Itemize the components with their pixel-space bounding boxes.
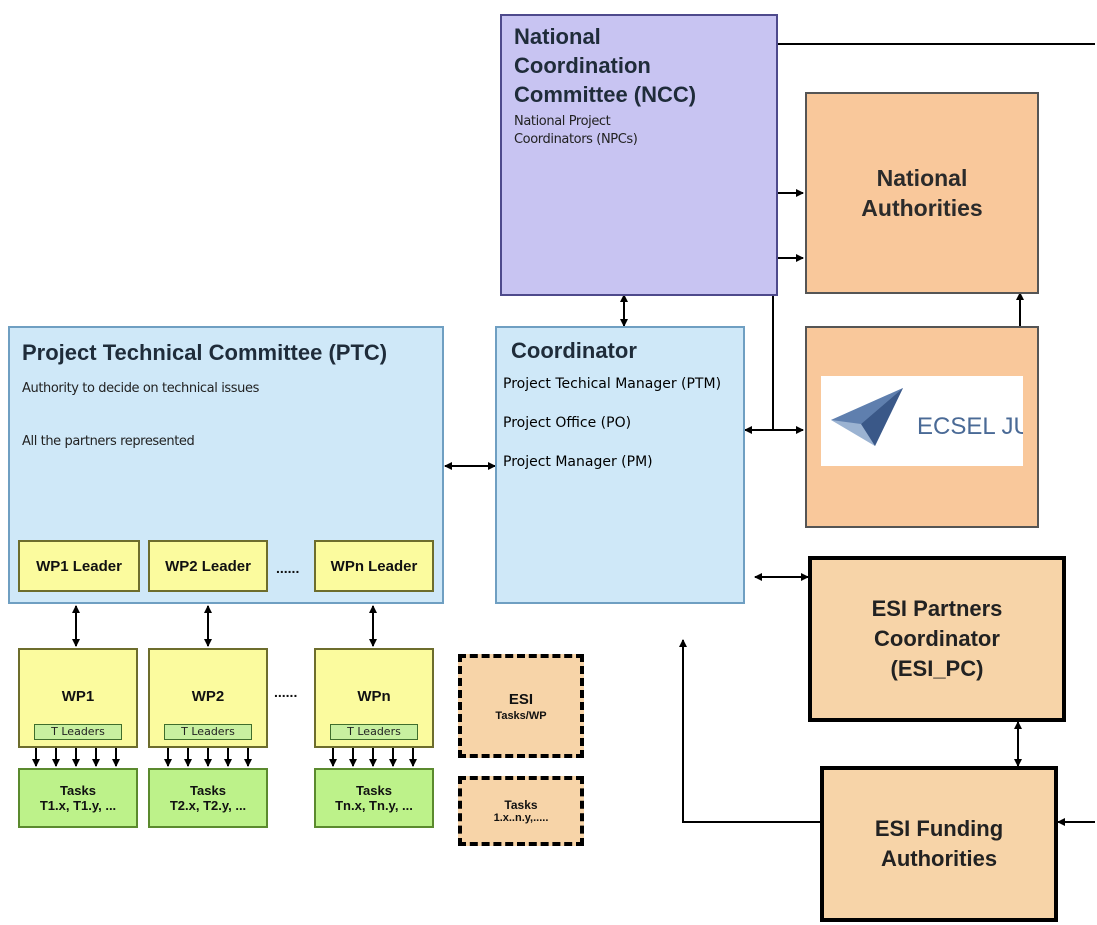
coordinator-role-po: Project Office (PO) <box>503 415 632 431</box>
wp2-t-leaders: T Leaders <box>164 724 252 740</box>
leader-ellipsis: ...... <box>276 560 300 576</box>
wp2-leader-label: WP2 Leader <box>165 557 251 575</box>
wp2-title: WP2 <box>191 688 225 705</box>
wp1-tasks-list: T1.x, T1.y, ... <box>39 798 117 813</box>
coordinator-role-pm: Project Manager (PM) <box>503 454 653 470</box>
esi-tasks-title: Tasks <box>504 798 538 812</box>
esi-funding-box: ESI Funding Authorities <box>820 766 1058 922</box>
esi-tasks-list: 1.x..n.y,..... <box>493 812 549 824</box>
wp1-tasks-box: Tasks T1.x, T1.y, ... <box>18 768 138 828</box>
wpn-tasks-list: Tn.x, Tn.y, ... <box>335 798 413 813</box>
national-authorities-title: National Authorities <box>861 165 983 221</box>
wpn-title: WPn <box>357 688 391 705</box>
ncc-box: National Coordination Committee (NCC) Na… <box>500 14 778 296</box>
wp-ellipsis: ...... <box>274 684 298 700</box>
esi-pc-title: ESI Partners Coordinator (ESI_PC) <box>871 596 1003 681</box>
ncc-subtitle: National Project Coordinators (NPCs) <box>514 114 638 147</box>
wpn-tasks-title: Tasks <box>356 783 392 798</box>
esi-pc-box: ESI Partners Coordinator (ESI_PC) <box>808 556 1066 722</box>
wp2-tasks-title: Tasks <box>190 783 226 798</box>
ptc-title: Project Technical Committee (PTC) <box>22 340 388 365</box>
esi-title: ESI <box>508 690 534 708</box>
wpn-tasks-box: Tasks Tn.x, Tn.y, ... <box>314 768 434 828</box>
esi-funding-title: ESI Funding Authorities <box>874 816 1004 871</box>
ptc-line1: Authority to decide on technical issues <box>22 381 259 396</box>
wp1-t-leaders: T Leaders <box>34 724 122 740</box>
esi-wp-box: ESI Tasks/WP <box>458 654 584 758</box>
arrow-funding-coordinator <box>679 639 822 823</box>
wpn-leader-box: WPn Leader <box>314 540 434 592</box>
wp1-leader-label: WP1 Leader <box>36 557 122 575</box>
ecsel-ju-logo: ECSEL JU <box>821 376 1031 466</box>
wp1-leader-box: WP1 Leader <box>18 540 140 592</box>
coordinator-role-ptm: Project Techical Manager (PTM) <box>503 376 722 392</box>
ecsel-logo-text: ECSEL JU <box>917 413 1023 440</box>
national-authorities-box: National Authorities <box>805 92 1039 294</box>
wp2-box: WP2 T Leaders <box>148 648 268 748</box>
wp2-leader-box: WP2 Leader <box>148 540 268 592</box>
ncc-title: National Coordination Committee (NCC) <box>514 24 697 107</box>
wpn-leader-label: WPn Leader <box>330 557 418 575</box>
wp1-box: WP1 T Leaders <box>18 648 138 748</box>
ecsel-plane-icon: ECSEL JU <box>831 388 1031 446</box>
esi-sub: Tasks/WP <box>495 709 547 722</box>
wp1-title: WP1 <box>61 688 95 705</box>
wp2-tasks-list: T2.x, T2.y, ... <box>169 798 247 813</box>
ptc-line2: All the partners represented <box>22 434 195 449</box>
ecsel-box: ECSEL JU <box>805 326 1039 528</box>
esi-tasks-box: Tasks 1.x..n.y,..... <box>458 776 584 846</box>
wpn-box: WPn T Leaders <box>314 648 434 748</box>
coordinator-box: Coordinator Project Techical Manager (PT… <box>495 326 745 604</box>
wp2-tasks-box: Tasks T2.x, T2.y, ... <box>148 768 268 828</box>
coordinator-title: Coordinator <box>511 338 637 363</box>
wpn-t-leaders: T Leaders <box>330 724 418 740</box>
wp1-tasks-title: Tasks <box>60 783 96 798</box>
